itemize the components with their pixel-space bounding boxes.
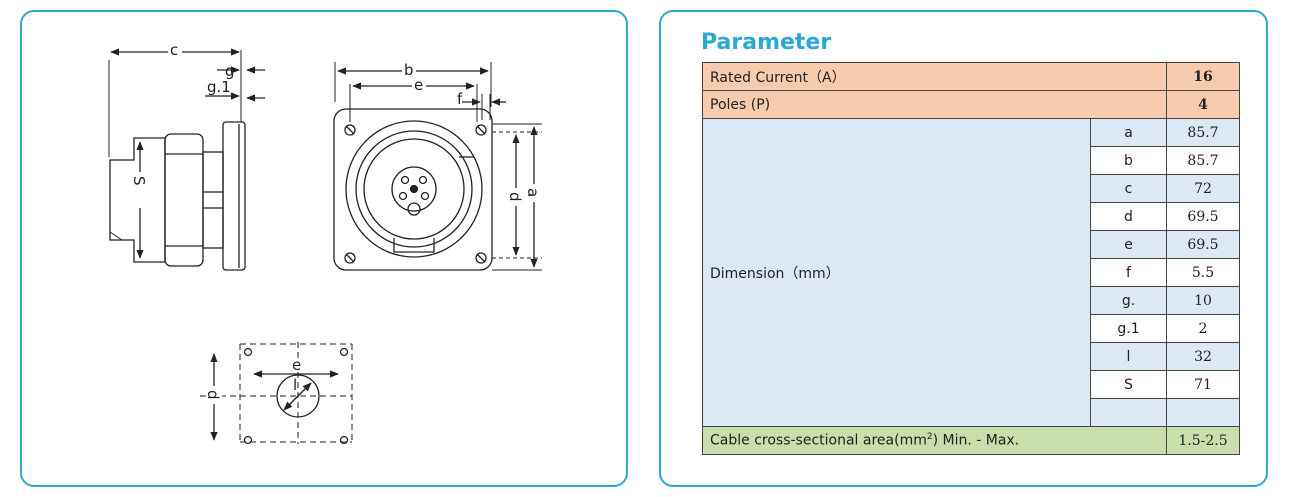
dimension-key: e	[1090, 230, 1167, 259]
dimension-value	[1166, 398, 1240, 427]
dimension-key: f	[1090, 258, 1167, 287]
dimension-key: d	[1090, 202, 1167, 231]
dimension-value: 69.5	[1166, 202, 1240, 231]
dim-label-e: e	[414, 76, 423, 94]
table-row-dimension	[703, 398, 1240, 427]
dimension-value: 69.5	[1166, 230, 1240, 259]
dimension-key: b	[1090, 146, 1167, 175]
dim-label-l: l	[293, 376, 297, 394]
dimension-value: 85.7	[1166, 146, 1240, 175]
cable-area-label: Cable cross-sectional area(mm2) Min. - M…	[702, 426, 1167, 455]
table-row-cable-area: Cable cross-sectional area(mm2) Min. - M…	[702, 426, 1240, 455]
cable-area-label-sup: 2	[926, 432, 933, 443]
dimension-value: 5.5	[1166, 258, 1240, 287]
rated-current-label: Rated Current（A）	[702, 62, 1167, 91]
table-row-poles: Poles (P) 4	[702, 90, 1240, 119]
dimension-key: l	[1090, 342, 1167, 371]
dimension-value: 85.7	[1166, 118, 1240, 147]
side-view-drawing: ‌ c g g.1 S	[108, 41, 265, 271]
drawing-panel: ‌ c g g.1 S	[20, 10, 628, 487]
dimension-key	[1090, 398, 1167, 427]
dim-label-b: b	[404, 61, 414, 79]
dim-label-s: S	[130, 176, 148, 186]
dimension-key: a	[1090, 118, 1167, 147]
dim-label-g1: g.1	[207, 78, 231, 96]
technical-drawings: ‌ c g g.1 S	[108, 41, 542, 445]
dim-label-d-bottom: d	[204, 390, 222, 400]
front-view-drawing: b e f	[333, 61, 542, 271]
dim-label-d: d	[506, 192, 524, 202]
rated-current-value: 16	[1166, 62, 1240, 91]
cable-area-label-text: Cable cross-sectional area(mm	[710, 432, 927, 449]
cutout-view-drawing: l e d	[200, 342, 353, 445]
dimension-value: 71	[1166, 370, 1240, 399]
table-row-dimension: g.10	[703, 286, 1240, 315]
cable-area-value: 1.5-2.5	[1166, 426, 1240, 455]
table-row-rated-current: Rated Current（A） 16	[702, 62, 1240, 91]
dim-label-a: a	[524, 188, 542, 197]
dim-label-c: c	[170, 41, 178, 59]
dimension-key: g.	[1090, 286, 1167, 315]
dimension-value: 2	[1166, 314, 1240, 343]
dimension-value: 10	[1166, 286, 1240, 315]
dim-label-e-bottom: e	[292, 356, 301, 374]
parameter-table: Rated Current（A） 16 Poles (P) 4 Dimensio…	[702, 62, 1240, 455]
dimension-key: g.1	[1090, 314, 1167, 343]
poles-label: Poles (P)	[702, 90, 1167, 119]
cable-area-label-suffix: ) Min. - Max.	[932, 432, 1020, 449]
dimension-value: 72	[1166, 174, 1240, 203]
dimension-value: 32	[1166, 342, 1240, 371]
poles-value: 4	[1166, 90, 1240, 119]
dim-label-f: f	[457, 90, 463, 108]
dim-label-g: g	[225, 62, 235, 80]
dimension-key: S	[1090, 370, 1167, 399]
dimension-label: Dimension（mm）	[702, 118, 1091, 427]
parameter-panel: Parameter Rated Current（A） 16 Poles (P) …	[659, 10, 1268, 487]
dimension-key: c	[1090, 174, 1167, 203]
parameter-title: Parameter	[701, 30, 832, 55]
